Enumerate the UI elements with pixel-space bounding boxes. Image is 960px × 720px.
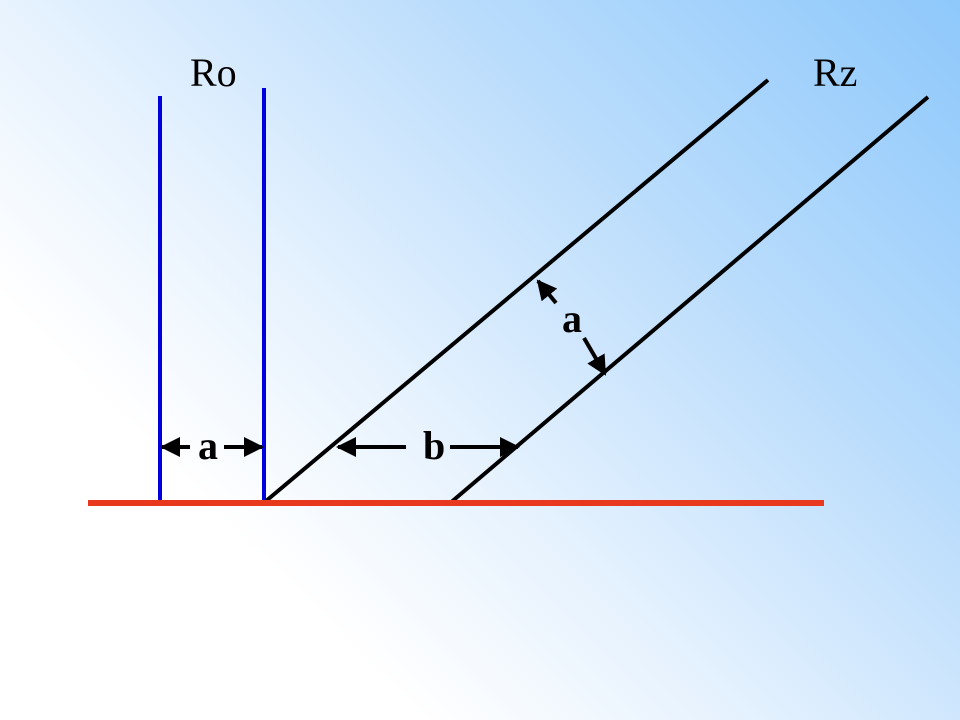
dimension-label-b: b: [423, 423, 445, 468]
rz-line-inner: [264, 78, 770, 503]
label-rz: Rz: [813, 50, 857, 95]
label-ro: Ro: [190, 50, 237, 95]
dimension-arrow-a-diag-upper: [536, 279, 558, 305]
dimension-arrow-a-diag-lower: [582, 336, 607, 376]
dimension-label-a-diag: a: [562, 296, 582, 341]
rz-line-outer: [447, 95, 930, 506]
dimension-label-a-left: a: [198, 423, 218, 468]
